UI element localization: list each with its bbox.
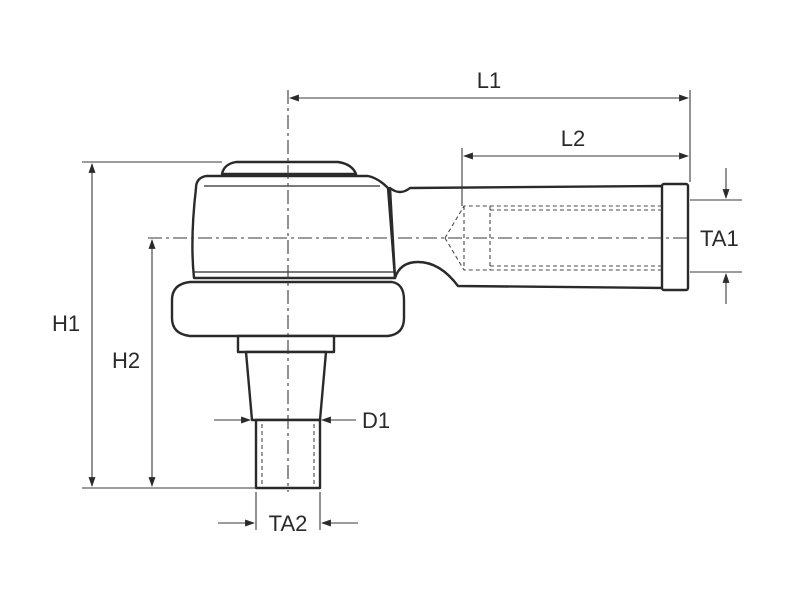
- dimensions: L1 L2 H1 H2 TA1 D1 TA2: [52, 68, 742, 536]
- housing-body: [191, 174, 397, 280]
- l1-label: L1: [477, 68, 501, 93]
- end-collar: [660, 182, 690, 292]
- h2-label: H2: [112, 348, 140, 373]
- h1-label: H1: [52, 311, 80, 336]
- d1-label: D1: [362, 408, 390, 433]
- housing-cap: [220, 160, 358, 176]
- ta2-label: TA2: [269, 511, 308, 536]
- part-outline: [170, 160, 690, 490]
- tapered-stud: [244, 350, 328, 422]
- center-lines: [148, 90, 690, 492]
- l2-label: L2: [561, 126, 585, 151]
- shank-tube: [388, 184, 666, 290]
- ta1-label: TA1: [700, 226, 739, 251]
- stud-collar: [236, 334, 336, 354]
